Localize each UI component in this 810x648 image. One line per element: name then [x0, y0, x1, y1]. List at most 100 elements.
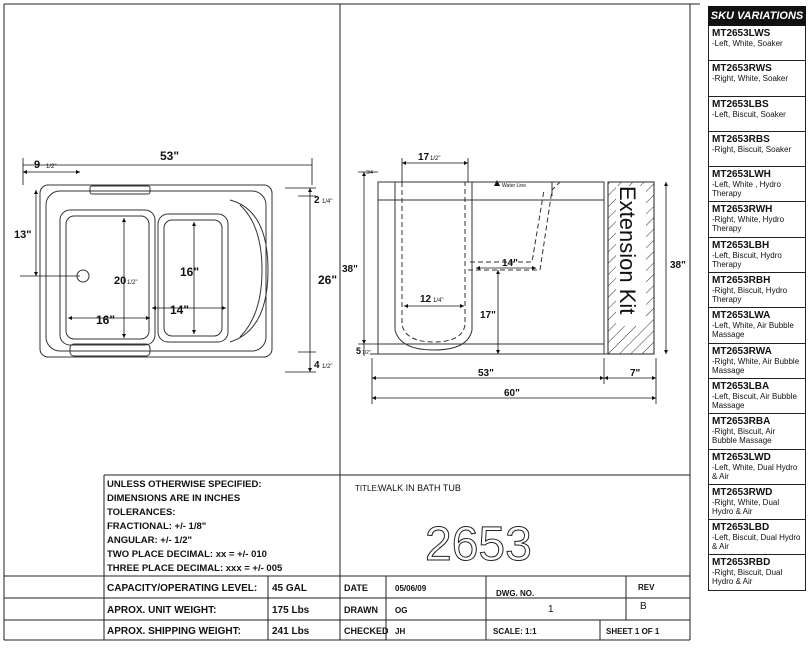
rev-label: REV	[638, 583, 655, 592]
sku-desc: -Right, White, Dual Hydro & Air	[712, 497, 780, 516]
sku-code: MT2653LBS	[712, 98, 769, 110]
sheet-frame	[3, 3, 700, 640]
sku-code: MT2653LWD	[712, 451, 771, 463]
sku-desc: -Left, Biscuit, Soaker	[712, 109, 786, 119]
sku-item: MT2653LBS-Left, Biscuit, Soaker	[708, 96, 806, 132]
side-dim-top: 17	[418, 152, 430, 163]
sku-item: MT2653RBA-Right, Biscuit, Air Bubble Mas…	[708, 414, 806, 450]
note-line: DIMENSIONS ARE IN INCHES	[107, 493, 240, 504]
shipping-weight-label: APROX. SHIPPING WEIGHT:	[107, 626, 241, 637]
checked-label: CHECKED	[344, 626, 389, 636]
sku-desc: -Right, Biscuit, Dual Hydro & Air	[712, 568, 783, 587]
sku-desc: -Left, White, Soaker	[712, 39, 783, 48]
note-line: UNLESS OTHERWISE SPECIFIED:	[107, 479, 261, 490]
sku-desc: -Right, White, Air Bubble Massage	[712, 356, 800, 375]
sku-desc: -Right, Biscuit, Air Bubble Massage	[712, 427, 776, 446]
sku-item: MT2653RWD-Right, White, Dual Hydro & Air	[708, 484, 806, 521]
sku-header: SKU VARIATIONS	[708, 6, 806, 26]
sku-code: MT2653RBS	[712, 133, 770, 145]
side-dim-seat-height: 17"	[480, 310, 496, 321]
sku-item: MT2653LWH-Left, White , Hydro Therapy	[708, 167, 806, 203]
scale-label: SCALE: 1:1	[493, 627, 537, 636]
sku-code: MT2653RWS	[712, 63, 772, 75]
sku-code: MT2653LWS	[712, 28, 771, 39]
side-dim-top-frac: 1/2"	[430, 156, 440, 162]
model-number: 2653	[425, 518, 532, 571]
drawn-label: DRAWN	[344, 605, 378, 615]
note-line: THREE PLACE DECIMAL: xxx = +/- 005	[107, 563, 283, 574]
sku-desc: -Right, White, Soaker	[712, 74, 789, 84]
top-view: 53" 9 1/2" 13" 20 1/2" 16" 14" 16" 26" 2…	[14, 149, 337, 373]
sku-code: MT2653LBH	[712, 239, 770, 251]
side-dim-kit-width: 7"	[630, 368, 641, 379]
sku-item: MT2653LBH-Left, Biscuit, Hydro Therapy	[708, 237, 806, 274]
sku-desc: -Left, White, Air Bubble Massage	[712, 321, 794, 340]
date-value: 05/06/09	[395, 584, 427, 593]
dim-inner-width: 16"	[96, 313, 115, 327]
sku-item: MT2653RBS-Right, Biscuit, Soaker	[708, 131, 806, 168]
sku-item: MT2653RWA-Right, White, Air Bubble Massa…	[708, 343, 806, 379]
sku-code: MT2653RBH	[712, 275, 771, 287]
sku-item: MT2653RWS-Right, White, Soaker	[708, 61, 806, 97]
sku-item: MT2653RBD-Right, Biscuit, Dual Hydro & A…	[708, 555, 806, 591]
capacity-value: 45 GAL	[272, 583, 307, 594]
tolerance-notes: UNLESS OTHERWISE SPECIFIED: DIMENSIONS A…	[107, 479, 283, 574]
dim-seat-width: 14"	[170, 303, 189, 317]
title-block	[4, 474, 690, 641]
rev-value: B	[640, 601, 647, 612]
sku-code: MT2653RWD	[712, 486, 773, 498]
sku-code: MT2653RWH	[712, 204, 773, 216]
sku-list: MT2653LWS-Left, White, Soaker MT2653RWS-…	[708, 26, 806, 591]
kit-dim-height: 38"	[670, 260, 686, 271]
dim-left-offset-frac: 1/2"	[46, 164, 56, 170]
sku-code: MT2653RBA	[712, 416, 771, 428]
capacity-label: CAPACITY/OPERATING LEVEL:	[107, 583, 257, 594]
sku-desc: -Left, Biscuit, Air Bubble Massage	[712, 391, 797, 410]
note-line: ANGULAR: +/- 1/2"	[107, 535, 192, 546]
sku-item: MT2653RBH-Right, Biscuit, Hydro Therapy	[708, 273, 806, 309]
sku-variations-panel: SKU VARIATIONS MT2653LWS-Left, White, So…	[708, 6, 806, 591]
note-line: TOLERANCES:	[107, 507, 175, 518]
unit-weight-value: 175 Lbs	[272, 605, 310, 616]
checked-value: JH	[395, 627, 405, 636]
dim-top-right: 2	[314, 195, 320, 206]
note-line: FRACTIONAL: +/- 1/8"	[107, 521, 206, 532]
side-dim-bottom-frac: 1/4"	[433, 298, 443, 304]
drawn-value: OG	[395, 606, 407, 615]
dim-inner-height: 20	[114, 275, 126, 287]
dwg-no-value: 1	[548, 604, 554, 615]
side-dim-tub-width: 53"	[478, 368, 494, 379]
date-label: DATE	[344, 583, 368, 593]
dim-left-offset: 9	[34, 159, 40, 171]
sku-code: MT2653LWA	[712, 310, 771, 322]
sku-desc: -Left, Biscuit, Dual Hydro & Air	[712, 533, 801, 552]
sku-item: MT2653LWS-Left, White, Soaker	[708, 26, 806, 62]
sku-desc: -Right, Biscuit, Soaker	[712, 144, 792, 154]
title-value: WALK IN BATH TUB	[378, 483, 461, 493]
sku-item: MT2653LWD-Left, White, Dual Hydro & Air	[708, 449, 806, 485]
sku-desc: -Left, Biscuit, Hydro Therapy	[712, 250, 782, 269]
dwg-no-label: DWG. NO.	[496, 589, 534, 598]
sku-item: MT2653RWH-Right, White, Hydro Therapy	[708, 202, 806, 238]
side-dim-seat: 14"	[502, 258, 518, 269]
dim-seat-height: 16"	[180, 265, 199, 279]
side-dim-base-frac: 1/2"	[362, 350, 371, 356]
dim-top-right-frac: 1/4"	[322, 199, 332, 205]
sku-code: MT2653LBD	[712, 522, 770, 534]
title-label: TITLE:	[355, 484, 379, 493]
sku-item: MT2653LWA-Left, White, Air Bubble Massag…	[708, 308, 806, 344]
side-dim-height: 38"	[342, 264, 358, 275]
sku-desc: -Right, White, Hydro Therapy	[712, 215, 785, 234]
dim-overall-depth: 26"	[318, 273, 337, 287]
extension-kit-label: Extension Kit	[615, 186, 640, 314]
side-dim-total-width: 60"	[504, 388, 520, 399]
side-dim-small-top: 3/4	[366, 170, 373, 176]
dim-inner-height-frac: 1/2"	[127, 280, 137, 286]
unit-weight-label: APROX. UNIT WEIGHT:	[107, 605, 216, 616]
dim-top-width: 53"	[160, 149, 179, 163]
sku-desc: -Right, Biscuit, Hydro Therapy	[712, 286, 788, 305]
side-dim-bottom: 12	[420, 294, 432, 305]
side-dim-base: 5	[356, 346, 361, 356]
note-line: TWO PLACE DECIMAL: xx = +/- 010	[107, 549, 267, 560]
